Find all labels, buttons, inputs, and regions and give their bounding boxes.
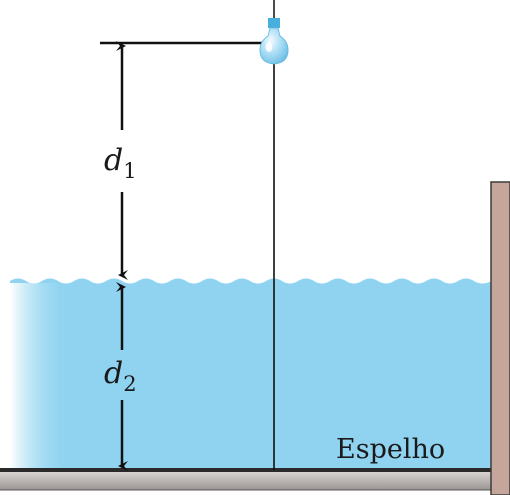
d2-letter: d xyxy=(104,356,123,391)
water-left-fade xyxy=(10,283,70,470)
d1-dimension: d1 xyxy=(104,41,137,280)
d2-label: d2 xyxy=(104,356,137,396)
water-body xyxy=(10,278,492,470)
d2-dimension: d2 xyxy=(104,282,137,471)
water xyxy=(10,278,492,470)
d1-subscript: 1 xyxy=(123,159,136,183)
d2-subscript: 2 xyxy=(123,372,136,396)
d1-letter: d xyxy=(104,143,123,178)
light-bulb-icon xyxy=(259,0,289,65)
wall xyxy=(490,181,510,495)
mirror-label: Espelho xyxy=(336,434,445,465)
d1-label: d1 xyxy=(104,143,137,183)
mirror-floor xyxy=(0,468,494,491)
